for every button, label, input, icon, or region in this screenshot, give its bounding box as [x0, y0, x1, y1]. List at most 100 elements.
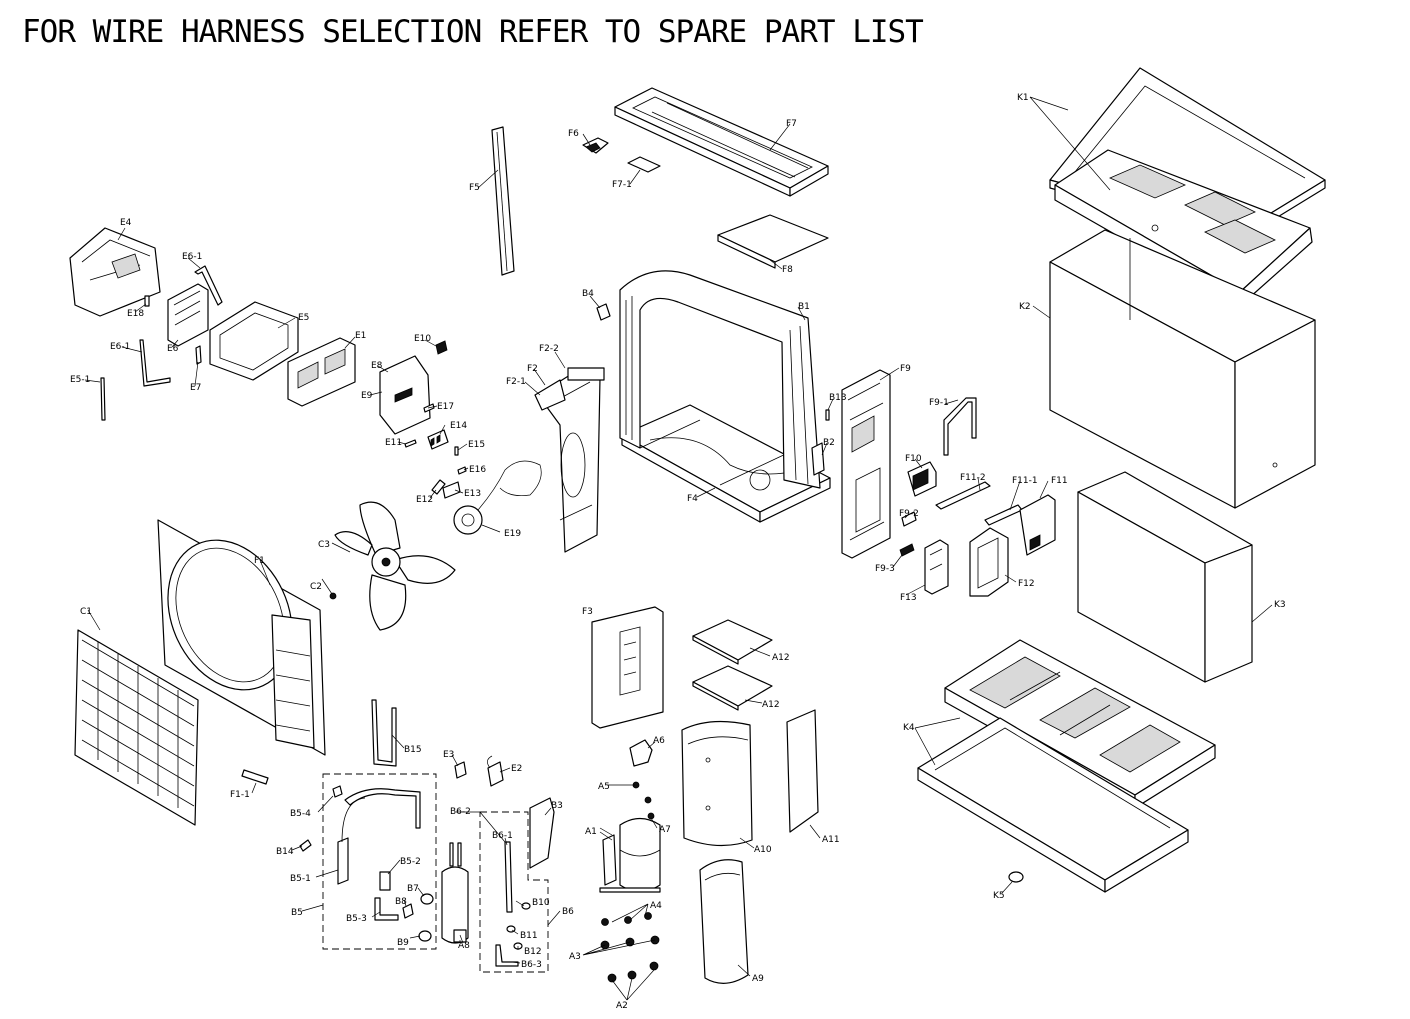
label-b5-3: B5-3: [346, 914, 367, 924]
label-f12: F12: [1018, 579, 1035, 589]
label-e10: E10: [414, 334, 431, 344]
compressor: [599, 817, 661, 893]
label-e9: E9: [361, 391, 373, 401]
label-a1: A1: [585, 827, 597, 837]
top-plate: [614, 87, 829, 197]
valve-cover-small: [907, 461, 937, 497]
label-e12: E12: [416, 495, 433, 505]
bolts-a3: [600, 935, 660, 950]
sound-jacket-main: [681, 720, 753, 847]
terminal-bracket: [379, 355, 431, 435]
handle-bracket: [582, 137, 609, 154]
nuts-a5: [632, 781, 652, 804]
service-cover: [1019, 494, 1056, 556]
label-c1: C1: [80, 607, 92, 617]
label-b14: B14: [276, 847, 294, 857]
support-strip-short: [984, 504, 1023, 526]
label-e18: E18: [127, 309, 144, 319]
packaging-carton-box: [1077, 471, 1253, 683]
control-pcb: [167, 283, 209, 347]
sound-jacket-bottom: [699, 859, 749, 984]
label-a12-top: A12: [772, 653, 790, 663]
main-pcb: [287, 337, 356, 407]
nut-a7: [647, 812, 655, 820]
label-f2-2: F2-2: [539, 344, 559, 354]
label-f11-2: F11-2: [960, 473, 986, 483]
muffler-b5-4: [332, 785, 343, 798]
sensor-b10: [521, 902, 531, 910]
fan-motor: [453, 460, 542, 535]
label-f9-1: F9-1: [929, 398, 949, 408]
coil-clip: [596, 303, 611, 321]
screw-e15: [454, 446, 459, 456]
clip-e13: [442, 481, 461, 499]
label-e19: E19: [504, 529, 521, 539]
label-b7: B7: [407, 884, 419, 894]
label-e14: E14: [450, 421, 467, 431]
sensor-b14: [299, 839, 312, 852]
label-k3: K3: [1274, 600, 1286, 610]
label-f2: F2: [527, 364, 538, 374]
discharge-pipe-b15: [371, 699, 397, 767]
label-e13: E13: [464, 489, 481, 499]
service-panel: [591, 606, 664, 729]
label-e6-1-bottom: E6-1: [110, 342, 130, 352]
brand-badge: [241, 769, 269, 785]
leader-lines: [84, 96, 1273, 1001]
label-a2: A2: [616, 1001, 628, 1011]
wire-harness-a: [194, 265, 223, 306]
label-b6: B6: [562, 907, 574, 917]
screw-e11: [404, 439, 417, 448]
label-b10: B10: [532, 898, 550, 908]
label-e17: E17: [437, 402, 454, 412]
label-c3: C3: [318, 540, 330, 550]
label-a7: A7: [659, 825, 671, 835]
label-e6-1-top: E6-1: [182, 252, 202, 262]
label-b9: B9: [397, 938, 409, 948]
label-a9: A9: [752, 974, 764, 984]
pipe-assembly-box-b6: [479, 811, 549, 973]
label-f7: F7: [786, 119, 797, 129]
support-strip-long: [935, 481, 991, 510]
label-f11-1: F11-1: [1012, 476, 1038, 486]
label-b13: B13: [829, 393, 847, 403]
page-title: FOR WIRE HARNESS SELECTION REFER TO SPAR…: [22, 14, 924, 50]
coil-sensor: [825, 409, 830, 421]
pipe-b6-3: [495, 944, 519, 967]
top-partition-plate: [717, 214, 829, 269]
packaging-carton-sleeve: [1049, 229, 1316, 509]
solenoid-b5-2: [379, 871, 391, 891]
label-e5-1: E5-1: [70, 375, 90, 385]
label-e4: E4: [120, 218, 132, 228]
heat-exchanger-coil: [619, 270, 821, 489]
label-a4: A4: [650, 901, 662, 911]
label-f10: F10: [905, 454, 922, 464]
label-f9-3: F9-3: [875, 564, 895, 574]
label-k4: K4: [903, 723, 915, 733]
wire-harness-c: [100, 377, 106, 421]
label-b6-1: B6-1: [492, 831, 513, 841]
top-plate-label: [627, 156, 661, 173]
label-f1: F1: [254, 556, 265, 566]
sound-pad-bottom: [692, 665, 773, 711]
cushions-a4: [601, 912, 652, 926]
base-pan: [621, 404, 831, 523]
valve-b7: [420, 893, 434, 905]
label-b3: B3: [551, 801, 563, 811]
propeller-fan: [334, 501, 456, 631]
label-b6-2: B6-2: [450, 807, 471, 817]
right-side-plate: [841, 369, 891, 559]
switch-box: [209, 301, 299, 381]
wire-harness-b: [139, 339, 171, 387]
label-f6: F6: [568, 129, 579, 139]
label-a3: A3: [569, 952, 581, 962]
label-b5-4: B5-4: [290, 809, 311, 819]
label-f4: F4: [687, 494, 698, 504]
side-pillar: [491, 126, 515, 276]
label-f13: F13: [900, 593, 917, 603]
label-b6-3: B6-3: [521, 960, 542, 970]
pipe-b5-3: [374, 897, 399, 921]
label-b12: B12: [524, 947, 542, 957]
packaging-strap-clip: [1008, 871, 1024, 883]
